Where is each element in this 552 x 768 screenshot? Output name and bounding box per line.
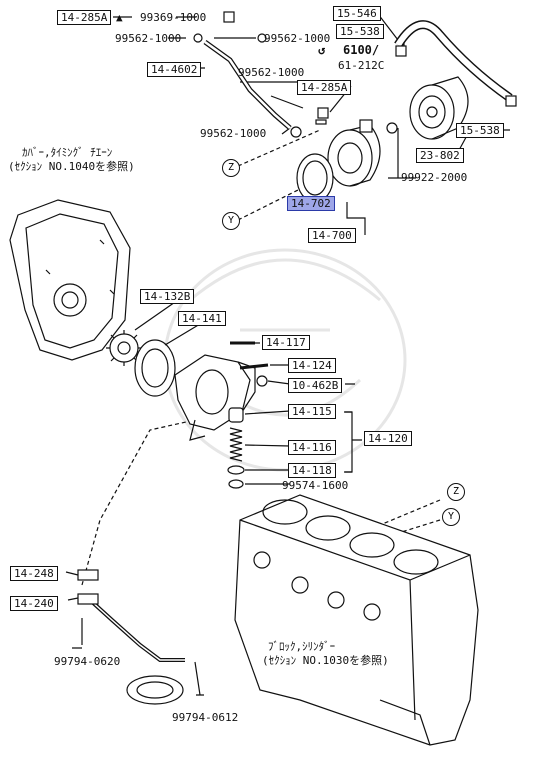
part-label-14-702[interactable]: 14-702 bbox=[287, 196, 335, 211]
pump-rotor-drawing bbox=[134, 339, 176, 397]
oil-filter-drawing bbox=[409, 76, 469, 140]
part-label-14-141[interactable]: 14-141 bbox=[178, 311, 226, 326]
pump-gear-drawing bbox=[106, 330, 142, 366]
part-label-14-248[interactable]: 14-248 bbox=[10, 566, 58, 581]
part-label-14-115[interactable]: 14-115 bbox=[288, 404, 336, 419]
marker-y-top: Y bbox=[222, 212, 240, 230]
note-cylinder-block-title: ﾌﾞﾛｯｸ,ｼﾘﾝﾀﾞｰ bbox=[268, 640, 336, 653]
section-ref-arrow-icon: ↺ bbox=[318, 43, 326, 57]
oil-strainer-drawing bbox=[77, 569, 185, 705]
relief-spring-drawing bbox=[229, 427, 243, 462]
part-label-15-546[interactable]: 15-546 bbox=[333, 6, 381, 21]
part-label-14-124[interactable]: 14-124 bbox=[288, 358, 336, 373]
part-label-14-132B[interactable]: 14-132B bbox=[140, 289, 195, 304]
part-label-99562-1000-d[interactable]: 99562-1000 bbox=[200, 127, 267, 140]
part-label-99562-1000-b[interactable]: 99562-1000 bbox=[264, 32, 331, 45]
section-ref-6100[interactable]: 6100/ bbox=[343, 43, 380, 57]
oil-cooler-drawing bbox=[327, 119, 381, 187]
timing-cover-drawing bbox=[9, 199, 131, 361]
part-label-15-538-top[interactable]: 15-538 bbox=[336, 24, 384, 39]
note-timing-cover-title: ｶﾊﾞｰ,ﾀｲﾐﾝｸﾞ ﾁｴｰﾝ bbox=[22, 146, 113, 159]
part-label-14-240[interactable]: 14-240 bbox=[10, 596, 58, 611]
marker-z-bottom: Z bbox=[447, 483, 465, 501]
part-label-23-802[interactable]: 23-802 bbox=[416, 148, 464, 163]
marker-y-bottom: Y bbox=[442, 508, 460, 526]
part-label-14-700[interactable]: 14-700 bbox=[308, 228, 356, 243]
part-label-10-462B[interactable]: 10-462B bbox=[288, 378, 343, 393]
note-timing-cover-ref[interactable]: (ｾｸｼｮﾝ NO.1040を参照) bbox=[8, 160, 135, 173]
part-label-14-118[interactable]: 14-118 bbox=[288, 463, 336, 478]
note-cylinder-block-ref[interactable]: (ｾｸｼｮﾝ NO.1030を参照) bbox=[262, 654, 389, 667]
part-label-15-538-right[interactable]: 15-538 bbox=[456, 123, 504, 138]
part-label-14-117[interactable]: 14-117 bbox=[262, 335, 310, 350]
part-label-99562-1000-a[interactable]: 99562-1000 bbox=[115, 32, 182, 45]
part-label-14-285A-top[interactable]: 14-285A bbox=[57, 10, 112, 25]
part-label-99794-0620[interactable]: 99794-0620 bbox=[54, 655, 121, 668]
bolt-14-124 bbox=[239, 363, 269, 370]
part-label-14-285A-mid[interactable]: 14-285A bbox=[297, 80, 352, 95]
part-label-14-116[interactable]: 14-116 bbox=[288, 440, 336, 455]
part-label-99562-1000-c[interactable]: 99562-1000 bbox=[238, 66, 305, 79]
part-label-14-120[interactable]: 14-120 bbox=[364, 431, 412, 446]
section-ref-61-212C[interactable]: 61-212C bbox=[338, 59, 385, 72]
cylinder-block-drawing bbox=[234, 494, 479, 746]
part-label-99574-1600[interactable]: 99574-1600 bbox=[282, 479, 349, 492]
leader-arrow-icon: ▲ bbox=[116, 11, 123, 24]
part-label-99369-1000[interactable]: 99369-1000 bbox=[140, 11, 207, 24]
part-label-14-4602[interactable]: 14-4602 bbox=[147, 62, 202, 77]
part-label-99922-2000[interactable]: 99922-2000 bbox=[401, 171, 468, 184]
marker-z-top: Z bbox=[222, 159, 240, 177]
part-label-99794-0612[interactable]: 99794-0612 bbox=[172, 711, 239, 724]
